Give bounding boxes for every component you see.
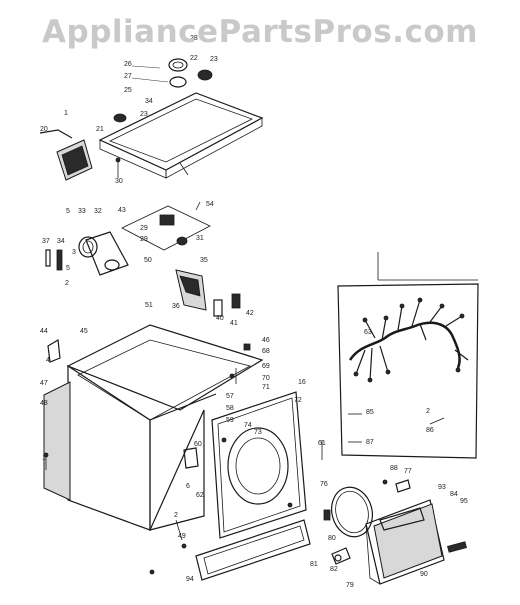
callout-c43: 43 bbox=[118, 207, 126, 214]
wire-harness-box bbox=[337, 252, 479, 459]
watermark-text: AppliancePartsPros.com bbox=[42, 14, 478, 50]
callout-c44: 44 bbox=[40, 328, 48, 335]
callout-c25: 25 bbox=[124, 87, 132, 94]
callout-c70: 70 bbox=[262, 375, 270, 382]
hinge-parts bbox=[323, 509, 351, 565]
callout-c32: 32 bbox=[94, 208, 102, 215]
callout-c3: 3 bbox=[72, 249, 76, 256]
callout-c34b: 34 bbox=[57, 238, 65, 245]
callout-c95: 95 bbox=[460, 498, 468, 505]
callout-c54: 54 bbox=[206, 201, 214, 208]
callout-c59: 59 bbox=[226, 417, 234, 424]
callout-c74: 74 bbox=[244, 422, 252, 429]
toe-panel bbox=[195, 519, 311, 581]
callout-c42: 42 bbox=[246, 310, 254, 317]
callout-c33: 33 bbox=[78, 208, 86, 215]
callout-c63: 63 bbox=[364, 329, 372, 336]
callout-c77: 77 bbox=[404, 468, 412, 475]
callout-c72: 72 bbox=[294, 397, 302, 404]
callout-c81: 81 bbox=[310, 561, 318, 568]
callout-c93: 93 bbox=[438, 484, 446, 491]
callout-c76: 76 bbox=[320, 481, 328, 488]
callout-c80: 80 bbox=[328, 535, 336, 542]
callout-c23b: 23 bbox=[140, 111, 148, 118]
callout-c94: 94 bbox=[186, 576, 194, 583]
callout-c28: 28 bbox=[190, 35, 198, 42]
callout-c61: 61 bbox=[318, 440, 326, 447]
door-assembly bbox=[365, 499, 467, 585]
callout-c57: 57 bbox=[226, 393, 234, 400]
callout-c5b: 5 bbox=[66, 265, 70, 272]
callout-c1b: 1 bbox=[42, 455, 46, 462]
callout-c5: 5 bbox=[66, 208, 70, 215]
callout-c1a: 1 bbox=[64, 110, 68, 117]
loose-hardware bbox=[43, 157, 411, 575]
callout-c16: 16 bbox=[298, 379, 306, 386]
callout-c87: 87 bbox=[366, 439, 374, 446]
callout-c68: 68 bbox=[262, 348, 270, 355]
callout-c48: 48 bbox=[40, 400, 48, 407]
callout-c71: 71 bbox=[262, 384, 270, 391]
callout-c41: 41 bbox=[230, 320, 238, 327]
callout-c36: 36 bbox=[172, 303, 180, 310]
callout-c50: 50 bbox=[144, 257, 152, 264]
callout-c79: 79 bbox=[346, 582, 354, 589]
door-seal bbox=[331, 486, 373, 538]
callout-c4: 4 bbox=[46, 357, 50, 364]
exhaust-duct bbox=[175, 269, 241, 317]
vent-grille bbox=[39, 129, 93, 181]
callout-c46: 46 bbox=[262, 337, 270, 344]
callout-c27: 27 bbox=[124, 73, 132, 80]
callout-c40: 40 bbox=[216, 315, 224, 322]
callout-c21: 21 bbox=[96, 126, 104, 133]
callout-c47: 47 bbox=[40, 380, 48, 387]
wire-harness bbox=[348, 297, 469, 443]
callout-c22: 22 bbox=[190, 55, 198, 62]
callout-c51: 51 bbox=[145, 302, 153, 309]
callout-c82: 82 bbox=[330, 566, 338, 573]
callout-c2: 2 bbox=[65, 280, 69, 287]
callout-c23a: 23 bbox=[210, 56, 218, 63]
callout-c2c: 2 bbox=[426, 408, 430, 415]
callout-c58: 58 bbox=[226, 405, 234, 412]
callout-c37: 37 bbox=[42, 238, 50, 245]
callout-c69: 69 bbox=[262, 363, 270, 370]
blower-assembly bbox=[45, 205, 211, 276]
callout-c2b: 2 bbox=[174, 512, 178, 519]
callout-c26: 26 bbox=[124, 61, 132, 68]
callout-c73: 73 bbox=[254, 429, 262, 436]
callout-c62: 62 bbox=[196, 492, 204, 499]
callout-c30: 30 bbox=[115, 178, 123, 185]
callout-c88: 88 bbox=[390, 465, 398, 472]
top-cover bbox=[98, 92, 264, 179]
callout-c86: 86 bbox=[426, 427, 434, 434]
callout-c90: 90 bbox=[420, 571, 428, 578]
callout-c29b: 29 bbox=[140, 236, 148, 243]
callout-c84: 84 bbox=[450, 491, 458, 498]
front-panel bbox=[211, 391, 307, 539]
callout-c85: 85 bbox=[366, 409, 374, 416]
callout-c60: 60 bbox=[194, 441, 202, 448]
callout-c29: 29 bbox=[140, 225, 148, 232]
callout-c45: 45 bbox=[80, 328, 88, 335]
top-ring-parts bbox=[113, 58, 213, 123]
callout-c20: 20 bbox=[40, 126, 48, 133]
callout-c49: 49 bbox=[178, 533, 186, 540]
callout-c35: 35 bbox=[200, 257, 208, 264]
cabinet bbox=[43, 324, 264, 531]
callout-c31: 31 bbox=[196, 235, 204, 242]
callout-c6: 6 bbox=[186, 483, 190, 490]
callout-c34: 34 bbox=[145, 98, 153, 105]
